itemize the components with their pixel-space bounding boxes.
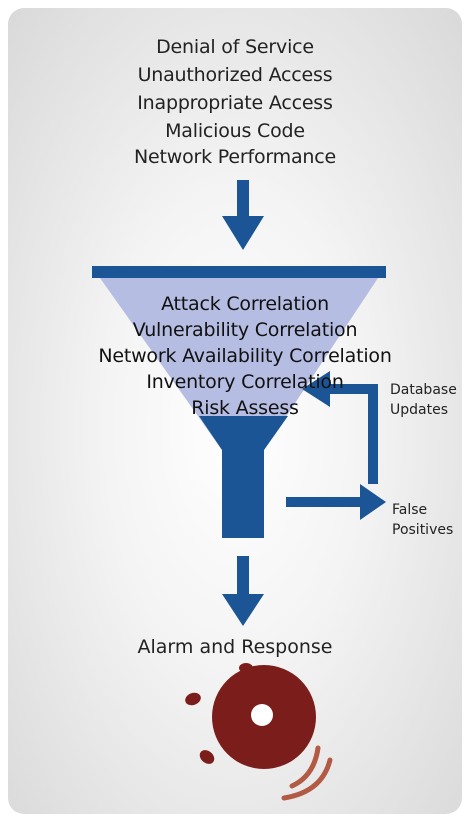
threat-label: Malicious Code bbox=[165, 120, 305, 142]
output-arrow bbox=[222, 556, 264, 626]
alarm-and-response-label: Alarm and Response bbox=[137, 636, 333, 658]
alarm-bell-icon bbox=[185, 663, 316, 769]
input-arrow bbox=[222, 180, 264, 250]
false-positives-label: False Positives bbox=[392, 502, 454, 538]
correlation-label: Attack Correlation bbox=[161, 293, 329, 315]
threat-label: Inappropriate Access bbox=[137, 92, 333, 114]
funnel-rim bbox=[92, 266, 386, 278]
threat-label: Unauthorized Access bbox=[137, 64, 333, 86]
funnel-cone bbox=[100, 278, 378, 450]
sound-waves-icon bbox=[281, 745, 333, 801]
correlation-label: Risk Assess bbox=[191, 397, 299, 419]
threat-label: Network Performance bbox=[134, 146, 336, 168]
correlation-funnel bbox=[92, 266, 386, 538]
correlation-label: Network Availability Correlation bbox=[98, 345, 392, 367]
database-updates-label: Database Updates bbox=[390, 382, 457, 418]
database-updates-arrow bbox=[302, 371, 378, 484]
correlation-label: Vulnerability Correlation bbox=[132, 319, 358, 341]
funnel-spout bbox=[199, 416, 288, 538]
correlation-label: Inventory Correlation bbox=[146, 371, 344, 393]
false-positives-arrow bbox=[286, 484, 386, 520]
threat-label: Denial of Service bbox=[156, 36, 314, 58]
